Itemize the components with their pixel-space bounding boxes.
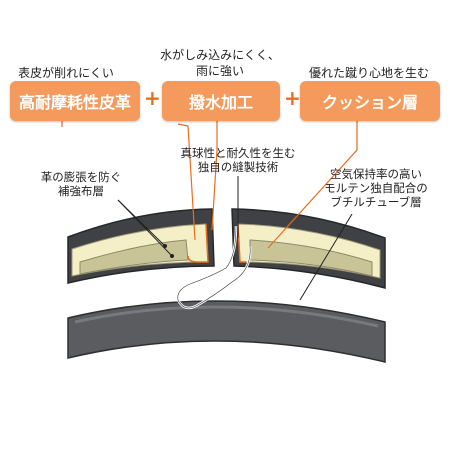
- leader-dot-1: [163, 244, 167, 248]
- leader-bladder: [299, 213, 353, 301]
- seam-right-fold: [237, 223, 246, 263]
- caption-waterproof-line2: 雨に強い: [195, 64, 244, 78]
- box-cushion-layer: クッション層: [300, 81, 440, 121]
- caption-cushion: 優れた蹴り心地を生む: [308, 66, 429, 80]
- label-stitching-line1: 真球性と耐久性を生む: [180, 146, 296, 160]
- right-panel-fabric: [249, 239, 373, 277]
- bladder-layer: [67, 300, 386, 363]
- plus-sign-1: +: [144, 86, 161, 110]
- label-reinforcement-line1: 革の膨張を防ぐ: [40, 170, 122, 184]
- plus-sign-2: +: [284, 86, 301, 110]
- left-panel-fabric: [79, 239, 189, 275]
- label-stitching-line2: 独自の縫製技術: [197, 160, 279, 174]
- bladder-highlight: [74, 305, 379, 328]
- leader-waterproof: [211, 121, 218, 231]
- label-bladder-line3: ブチルチューブ層: [330, 195, 422, 209]
- leader-cushion: [267, 121, 358, 249]
- seam-left-fold: [187, 223, 209, 263]
- label-bladder-line1: 空気保持率の高い: [330, 167, 422, 181]
- leader-dot-2: [170, 254, 174, 258]
- stitch-thread-outline: [177, 225, 251, 309]
- caption-leather: 表皮が削れにくい: [18, 66, 114, 80]
- box-water-repellent: 撥水加工: [162, 81, 280, 121]
- box-high-abrasion-leather: 高耐摩耗性皮革: [10, 81, 140, 121]
- caption-waterproof-line1: 水がしみ込みにくく、: [160, 48, 280, 62]
- leader-reinforcement-2: [117, 199, 173, 257]
- leader-leather-line: [177, 123, 196, 241]
- label-bladder-line2: モルテン独自配合の: [324, 181, 428, 195]
- label-reinforcement-line2: 補強布層: [58, 184, 104, 198]
